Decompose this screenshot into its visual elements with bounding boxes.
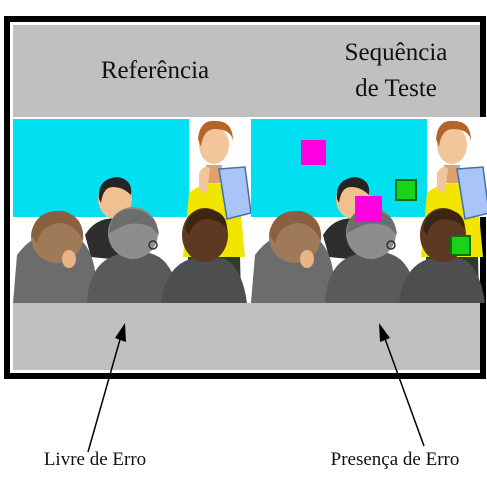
test-sequence-title-line2: de Teste [355, 75, 437, 102]
test-sequence-title-line1: Sequência [344, 39, 448, 66]
caption-error-present: Presença de Erro [330, 449, 460, 470]
error-block-icon [450, 235, 471, 256]
error-block-icon [301, 140, 326, 165]
reference-scene [12, 116, 252, 304]
caption-error-free: Livre de Erro [43, 449, 147, 470]
header-band [13, 25, 480, 117]
footer-band [13, 303, 480, 370]
error-block-icon [355, 196, 382, 222]
pointer-arrow-icon [379, 323, 425, 447]
error-block-icon [395, 179, 417, 201]
pointer-arrow-icon [87, 323, 126, 453]
reference-title: Referência [100, 57, 210, 84]
